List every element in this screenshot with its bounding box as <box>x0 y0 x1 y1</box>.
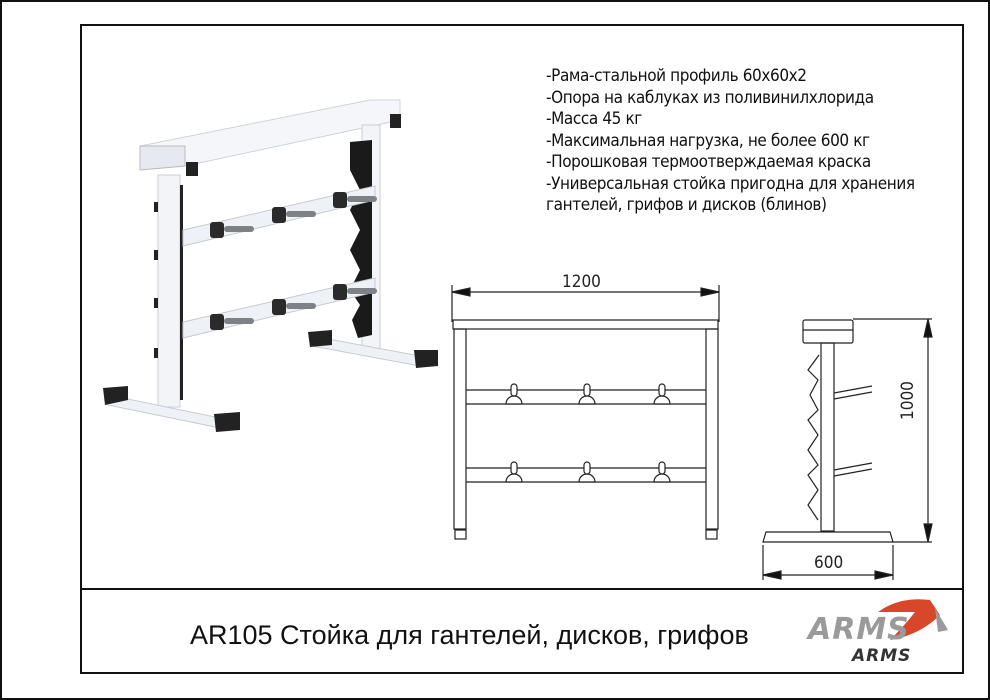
spec-line: -Универсальная стойка пригодна для хране… <box>546 173 915 194</box>
arms-logo-large: ARMS <box>808 612 910 647</box>
dimension-depth-label: 600 <box>814 553 844 573</box>
title-block-divider <box>80 588 962 590</box>
arms-logo-mark <box>878 599 948 640</box>
spec-line: -Порошковая термоотверждаемая краска <box>546 152 871 172</box>
dimension-height-label: 1000 <box>898 381 918 420</box>
rack-3d-render <box>103 99 438 432</box>
product-title: AR105 Стойка для гантелей, дисков, грифо… <box>190 620 749 650</box>
side-view-drawing <box>762 318 933 580</box>
front-view-drawing <box>451 285 720 540</box>
spec-line: -Рама-стальной профиль 60х60х2 <box>546 66 807 86</box>
specifications-list: -Рама-стальной профиль 60х60х2 -Опора на… <box>546 66 915 217</box>
spec-line: -Максимальная нагрузка, не более 600 кг <box>546 130 870 151</box>
arms-logo-small: ARMS <box>852 646 912 666</box>
drawing-frame <box>80 24 964 674</box>
dimension-width-label: 1200 <box>562 272 601 292</box>
spec-line: -Опора на каблуках из поливинилхлорида <box>546 87 874 108</box>
spec-line: -Масса 45 кг <box>546 109 642 129</box>
spec-line: гантелей, грифов и дисков (блинов) <box>546 195 827 215</box>
